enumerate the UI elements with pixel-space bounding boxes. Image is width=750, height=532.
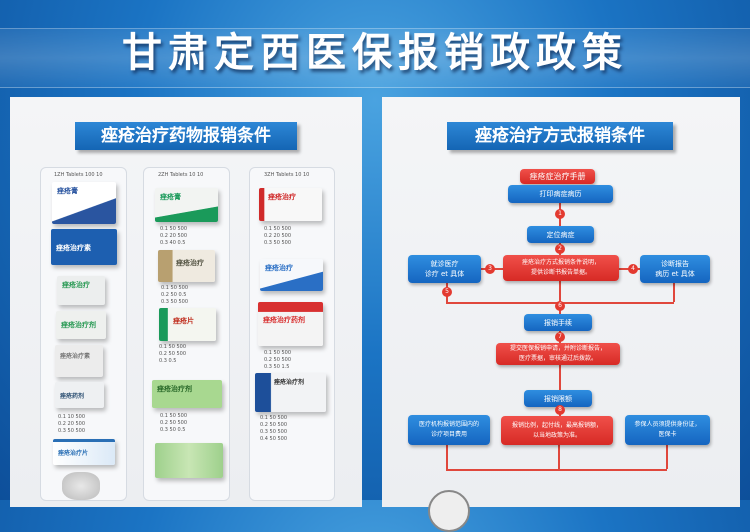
drug-note: 0.1 50 500 0.2 50 500 0.3 50 1.5 <box>264 350 292 370</box>
column-caption: 2ZH Tablets 10 10 <box>158 172 204 178</box>
drug-box: 痤疮治疗 <box>57 276 105 305</box>
flow-step-2: 定位病症 <box>527 226 594 243</box>
drug-box: 痤疮膏 <box>155 188 218 222</box>
title-band <box>0 28 750 88</box>
connector <box>446 445 448 469</box>
step-badge: 3 <box>485 264 495 274</box>
drug-box: 痤疮治疗剂 <box>255 373 326 412</box>
connector <box>446 469 667 471</box>
drug-box: 痤疮治疗 <box>259 188 322 221</box>
flow-step-4: 报销限额 <box>524 390 592 407</box>
connector <box>559 365 561 390</box>
flow-right-branch: 诊断报告 病历 et 具体 <box>640 255 710 283</box>
drug-note: 0.1 50 500 0.2 20 500 0.3 40 0.5 <box>160 226 188 246</box>
step-badge: 2 <box>555 244 565 254</box>
drug-note: 0.1 10 500 0.2 20 500 0.3 50 500 <box>58 414 86 434</box>
flow-center-red: 痤疮治疗方式报销条件说明， 提供诊断书报告单据。 <box>503 255 619 281</box>
pills-image <box>62 472 100 500</box>
drug-box: 痤疮治疗素 <box>55 345 103 377</box>
drug-note: 0.1 50 500 0.2 20 500 0.3 50 500 <box>264 226 292 246</box>
drug-panel-heading: 痤疮治疗药物报销条件 <box>75 122 297 150</box>
flow-bottom-right: 参保人员须提供身份证， 医保卡 <box>625 415 710 445</box>
flow-red-2: 提交医保报销申请，并附诊断报告， 医疗票据，审核通过后拨款。 <box>496 343 620 365</box>
step-badge: 8 <box>555 405 565 415</box>
drug-box: 痤疮治疗剂 <box>56 311 106 339</box>
drug-note: 0.1 50 500 0.2 50 500 0.3 50 500 0.4 50 … <box>260 415 288 442</box>
flow-start: 痤疮症治疗手册 <box>520 169 595 184</box>
drug-note: 0.1 50 500 0.2 50 500 0.3 50 0.5 <box>160 413 188 433</box>
treatment-panel-heading: 痤疮治疗方式报销条件 <box>447 122 673 150</box>
flow-step-3: 报销手续 <box>524 314 592 331</box>
drug-note: 0.1 50 500 0.2 50 500 0.3 0.5 <box>159 344 187 364</box>
flow-bottom-left: 医疗机构报销范围内的 诊疗项目费用 <box>408 415 490 445</box>
column-caption: 1ZH Tablets 100 10 <box>54 172 103 178</box>
flow-step-1: 打印病症病历 <box>508 185 613 203</box>
step-badge: 4 <box>628 264 638 274</box>
connector <box>673 283 675 302</box>
flow-bottom-red: 报销比例，起付线，最高报销额， 以当地政策为准。 <box>501 416 613 445</box>
drug-box: 痤疮治疗 <box>260 259 323 291</box>
drug-box: 痤疮治疗片 <box>53 439 115 465</box>
step-badge: 1 <box>555 209 565 219</box>
drug-box: 痤疮治疗 <box>158 250 215 282</box>
drug-box: 痤疮治疗剂 <box>152 380 222 408</box>
drug-box: 痤疮膏 <box>52 182 116 224</box>
step-badge: 6 <box>555 301 565 311</box>
step-badge: 7 <box>555 332 565 342</box>
connector <box>558 445 560 469</box>
column-caption: 3ZH Tablets 10 10 <box>264 172 310 178</box>
page-title: 甘肃定西医保报销政政策 <box>122 30 628 76</box>
drug-box: 痤疮药剂 <box>55 382 104 408</box>
drug-box: 痤疮治疗药剂 <box>258 302 323 346</box>
flow-left-branch: 就诊医疗 诊疗 et 具体 <box>408 255 481 283</box>
drug-box <box>155 443 223 478</box>
drug-note: 0.1 50 500 0.2 50 0.5 0.3 50 500 <box>161 285 189 305</box>
drug-box: 痤疮治疗素 <box>51 229 117 265</box>
step-badge: 5 <box>442 287 452 297</box>
seal-icon <box>428 490 470 532</box>
connector <box>666 445 668 469</box>
drug-box: 痤疮片 <box>159 308 216 341</box>
connector <box>559 281 561 314</box>
